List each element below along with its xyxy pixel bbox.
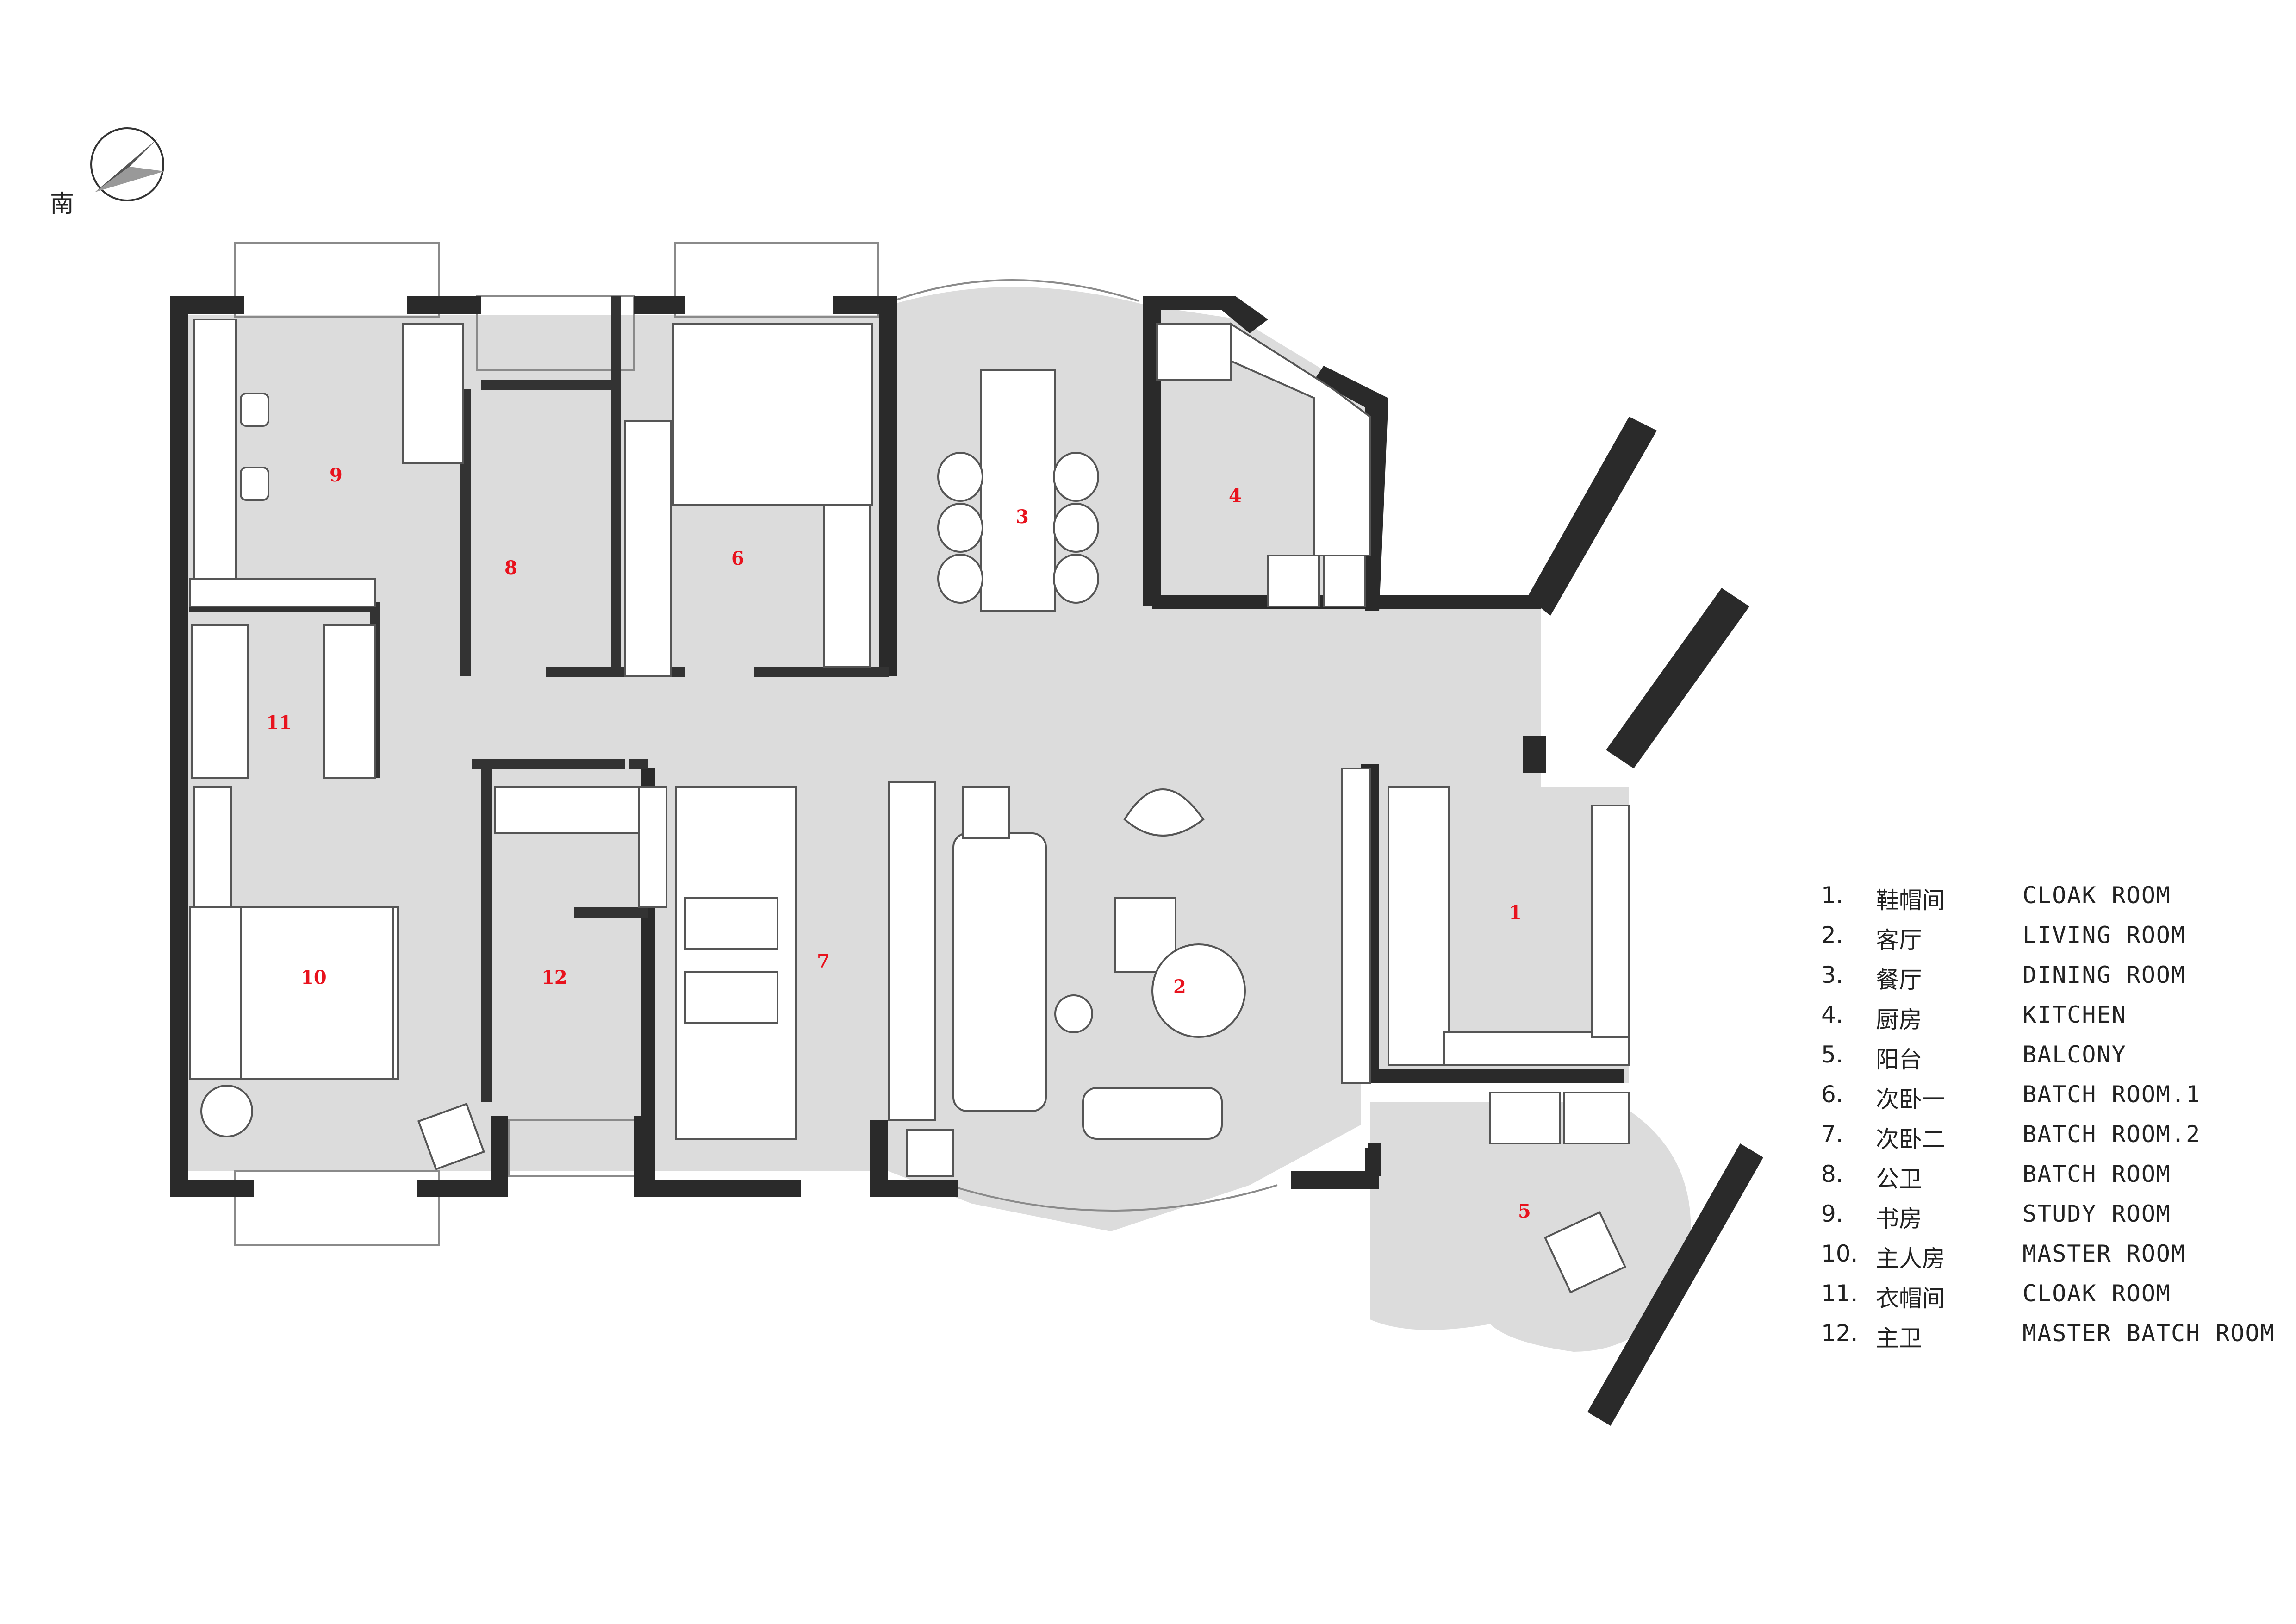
legend-chinese-name: 客厅 bbox=[1876, 927, 1922, 954]
legend-english-name: BATCH ROOM.2 bbox=[2022, 1121, 2201, 1148]
legend-english-name: CLOAK ROOM bbox=[2022, 882, 2172, 909]
legend-chinese-name: 餐厅 bbox=[1876, 967, 1922, 993]
legend-english-name: KITCHEN bbox=[2022, 1001, 2127, 1028]
legend-english-name: STUDY ROOM bbox=[2022, 1200, 2172, 1227]
room-number-10: 10 bbox=[301, 967, 327, 988]
legend-chinese-name: 次卧二 bbox=[1876, 1126, 1945, 1153]
room-number-9: 9 bbox=[330, 464, 342, 486]
room-number-3: 3 bbox=[1016, 506, 1029, 528]
legend-number: 5. bbox=[1821, 1041, 1843, 1068]
legend-chinese-name: 公卫 bbox=[1876, 1166, 1922, 1193]
legend-chinese-name: 次卧一 bbox=[1876, 1086, 1945, 1113]
legend-number: 6. bbox=[1821, 1081, 1843, 1108]
room-number-8: 8 bbox=[504, 557, 517, 579]
north-arrow-icon bbox=[90, 127, 164, 201]
room-number-labels: 1 2 3 4 5 6 7 8 9 10 11 12 bbox=[266, 464, 1531, 1222]
legend-number: 7. bbox=[1821, 1121, 1843, 1148]
legend-english-name: CLOAK ROOM bbox=[2022, 1280, 2172, 1307]
room-number-4: 4 bbox=[1229, 485, 1242, 507]
legend-number: 9. bbox=[1821, 1200, 1843, 1227]
room-number-7: 7 bbox=[817, 950, 830, 972]
legend-number: 4. bbox=[1821, 1001, 1843, 1028]
legend-chinese-name: 主卫 bbox=[1876, 1325, 1922, 1352]
legend-english-name: BATCH ROOM bbox=[2022, 1161, 2172, 1187]
legend-number: 12. bbox=[1821, 1320, 1858, 1347]
legend-english-name: BATCH ROOM.1 bbox=[2022, 1081, 2201, 1108]
room-number-1: 1 bbox=[1509, 902, 1522, 924]
legend-number: 8. bbox=[1821, 1161, 1843, 1187]
room-number-6: 6 bbox=[731, 548, 744, 569]
orientation-label: 南 bbox=[50, 190, 75, 218]
legend-number: 2. bbox=[1821, 922, 1843, 949]
window-bays bbox=[234, 242, 1278, 1246]
legend-chinese-name: 阳台 bbox=[1876, 1046, 1922, 1073]
furniture bbox=[189, 319, 1630, 1294]
legend-english-name: MASTER ROOM bbox=[2022, 1240, 2186, 1267]
legend-english-name: MASTER BATCH ROOM bbox=[2022, 1320, 2275, 1347]
room-number-5: 5 bbox=[1518, 1200, 1531, 1222]
legend-english-name: LIVING ROOM bbox=[2022, 922, 2186, 949]
legend-number: 10. bbox=[1821, 1240, 1858, 1267]
legend-number: 3. bbox=[1821, 962, 1843, 988]
legend-chinese-name: 衣帽间 bbox=[1876, 1285, 1945, 1312]
legend-number: 11. bbox=[1821, 1280, 1858, 1307]
legend-number: 1. bbox=[1821, 882, 1843, 909]
legend-chinese-name: 书房 bbox=[1876, 1206, 1922, 1232]
room-number-11: 11 bbox=[266, 712, 292, 734]
legend-chinese-name: 鞋帽间 bbox=[1876, 887, 1945, 914]
room-number-12: 12 bbox=[541, 967, 567, 988]
legend-english-name: BALCONY bbox=[2022, 1041, 2127, 1068]
legend-chinese-name: 主人房 bbox=[1876, 1245, 1945, 1272]
room-number-2: 2 bbox=[1173, 976, 1186, 998]
legend-chinese-name: 厨房 bbox=[1876, 1006, 1922, 1033]
legend-english-name: DINING ROOM bbox=[2022, 962, 2186, 988]
